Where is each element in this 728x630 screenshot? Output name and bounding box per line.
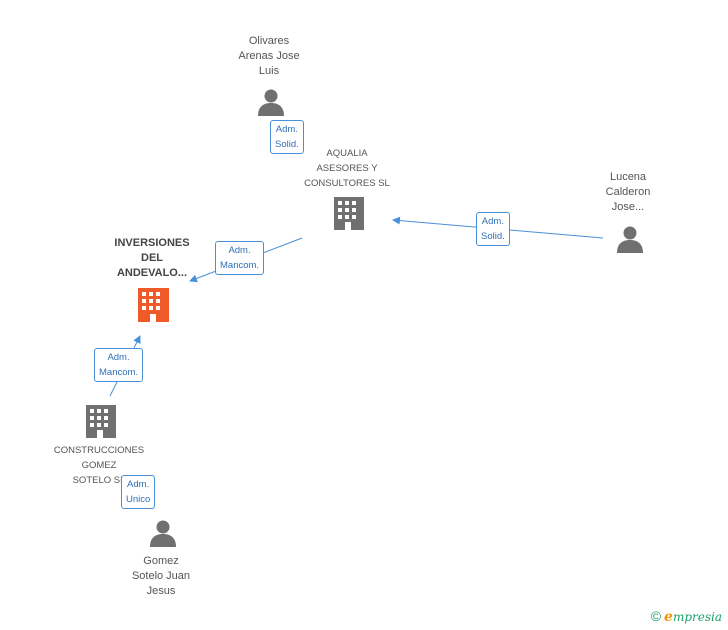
person-icon-olivares[interactable] <box>258 89 284 117</box>
node-label-inversiones[interactable]: INVERSIONES DEL ANDEVALO... <box>114 237 190 279</box>
role-badge-olivares-aqualia[interactable]: Adm. Solid. <box>270 120 304 154</box>
role-badge-gomez-construcciones[interactable]: Adm. Unico <box>121 475 156 509</box>
building-icon-construcciones[interactable] <box>86 405 116 438</box>
copyright-icon: © <box>650 608 662 624</box>
building-icon-inversiones[interactable] <box>138 288 169 322</box>
node-label-olivares[interactable]: Olivares Arenas Jose Luis <box>238 35 300 77</box>
node-label-gomez[interactable]: Gomez Sotelo Juan Jesus <box>131 555 191 597</box>
role-badge-aqualia-inversiones[interactable]: Adm. Mancom. <box>215 241 265 275</box>
node-label-lucena[interactable]: Lucena Calderon Jose... <box>605 171 651 213</box>
role-badge-construcciones-inversiones[interactable]: Adm. Mancom. <box>94 348 144 382</box>
building-icon-aqualia[interactable] <box>334 197 364 230</box>
role-badge-lucena-aqualia[interactable]: Adm. Solid. <box>476 212 510 246</box>
person-icon-lucena[interactable] <box>617 226 643 254</box>
empresia-logo: ©empresia <box>650 608 722 625</box>
person-icon-gomez[interactable] <box>150 520 176 548</box>
node-label-construcciones[interactable]: CONSTRUCCIONES GOMEZ SOTELO SL <box>53 445 145 486</box>
node-label-aqualia[interactable]: AQUALIA ASESORES Y CONSULTORES SL <box>304 148 390 189</box>
